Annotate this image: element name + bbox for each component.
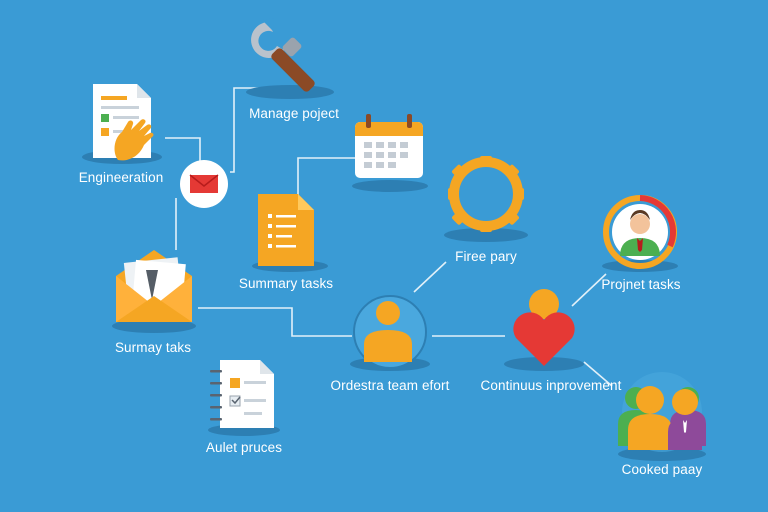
envelope-papers-icon [112, 250, 196, 333]
calendar-icon [352, 114, 428, 192]
wrench-icon [246, 18, 334, 99]
team-icon [618, 372, 706, 461]
person-icon [350, 295, 430, 371]
connector-mail-engineeration [165, 137, 201, 164]
document-icon [252, 194, 328, 272]
label-aulet-pruces: Aulet pruces [205, 440, 283, 455]
connector-summary-calendar [297, 157, 355, 195]
gear-ring-icon [444, 156, 528, 242]
mail-icon[interactable] [180, 160, 228, 208]
connector-ordestra-firee [413, 261, 447, 293]
label-ordestra-team: Ordestra team efort [330, 378, 450, 393]
checklist-icon [208, 360, 280, 436]
document-hand-icon [82, 84, 162, 164]
label-summary-tasks: Summary tasks [238, 276, 334, 291]
connector-envelope-ordestra [198, 307, 352, 337]
connector-mail-manage [230, 87, 262, 173]
connector-continuus-cooked [583, 361, 613, 387]
label-projnet-tasks: Projnet tasks [601, 277, 681, 292]
connectors [165, 87, 613, 387]
label-surmay-taks: Surmay taks [114, 340, 192, 355]
label-manage-project: Manage poject [249, 106, 339, 121]
person-avatar-icon [602, 195, 678, 272]
label-cooked-paay: Cooked paay [621, 462, 703, 477]
label-engineeration: Engineeration [78, 170, 164, 185]
connector-continuus-projnet [571, 273, 607, 307]
heart-person-icon [504, 289, 584, 371]
label-continuus: Continuus inprovement [480, 378, 622, 393]
label-firee-pary: Firee pary [455, 249, 517, 264]
